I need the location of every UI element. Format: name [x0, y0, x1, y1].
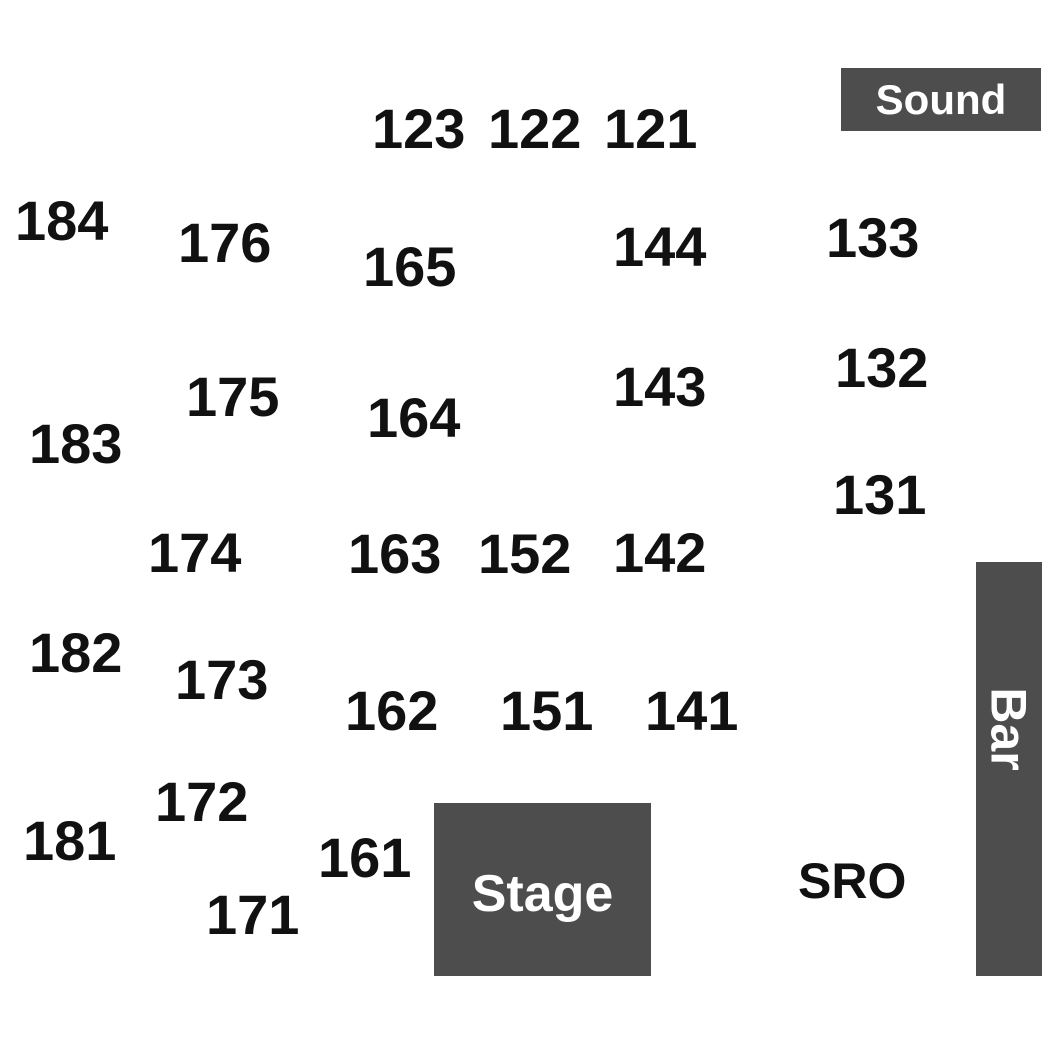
stage-label: Stage: [471, 864, 614, 923]
section-143[interactable]: 143: [613, 355, 707, 418]
section-161[interactable]: 161: [318, 826, 412, 889]
section-123[interactable]: 123: [372, 97, 466, 160]
section-132[interactable]: 132: [835, 336, 929, 399]
section-183[interactable]: 183: [29, 412, 123, 475]
section-121[interactable]: 121: [604, 97, 698, 160]
sound-booth: Sound: [841, 68, 1041, 131]
section-173[interactable]: 173: [175, 648, 269, 711]
section-133[interactable]: 133: [826, 206, 920, 269]
section-151[interactable]: 151: [500, 679, 594, 742]
section-131[interactable]: 131: [833, 463, 927, 526]
sound-label: Sound: [875, 75, 1007, 123]
bar-label: Bar: [981, 687, 1037, 771]
section-172[interactable]: 172: [155, 770, 249, 833]
section-165[interactable]: 165: [363, 235, 457, 298]
section-144[interactable]: 144: [613, 215, 707, 278]
section-171[interactable]: 171: [206, 883, 300, 946]
section-181[interactable]: 181: [23, 809, 117, 872]
stage: Stage: [434, 803, 651, 976]
section-152[interactable]: 152: [478, 522, 572, 585]
bar-area: Bar: [976, 562, 1042, 976]
section-175[interactable]: 175: [186, 365, 280, 428]
section-141[interactable]: 141: [645, 679, 739, 742]
section-174[interactable]: 174: [148, 521, 242, 584]
section-142[interactable]: 142: [613, 521, 707, 584]
section-162[interactable]: 162: [345, 679, 439, 742]
section-122[interactable]: 122: [488, 97, 582, 160]
section-163[interactable]: 163: [348, 522, 442, 585]
section-184[interactable]: 184: [15, 189, 109, 252]
sro-area[interactable]: SRO: [798, 853, 907, 909]
section-176[interactable]: 176: [178, 211, 272, 274]
section-164[interactable]: 164: [367, 386, 461, 449]
section-182[interactable]: 182: [29, 621, 123, 684]
